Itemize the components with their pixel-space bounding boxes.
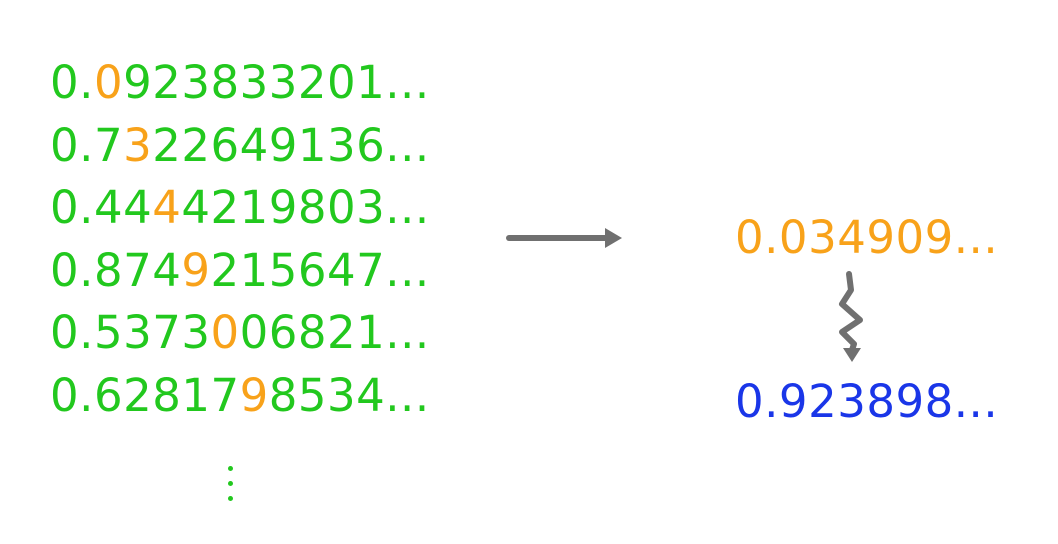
row-prefix: 0. <box>50 243 94 297</box>
number-row: 0.8749215647... <box>50 240 430 303</box>
number-row: 0.4444219803... <box>50 177 430 240</box>
row-prefix: 0. <box>50 306 94 359</box>
row-digits-before: 5373 <box>93 306 211 359</box>
row-digits-before: 62817 <box>93 368 240 422</box>
diagonal-digit: 0 <box>210 306 240 359</box>
number-row: 0.5373006821... <box>50 302 430 365</box>
number-list: 0.0923833201... 0.7322649136... 0.444421… <box>50 52 430 427</box>
number-row: 0.0923833201... <box>50 52 430 115</box>
row-digits-before: 874 <box>93 243 182 297</box>
row-digits-after: 923833201... <box>123 56 430 109</box>
zigzag-down-arrow-icon <box>839 271 863 362</box>
row-digits-after: 22649136... <box>152 118 430 172</box>
transformed-number: 0.923898... <box>735 375 999 428</box>
row-digits-after: 4219803... <box>181 181 430 234</box>
diagonal-digit: 3 <box>123 118 153 172</box>
diagonal-digit: 0 <box>93 56 124 109</box>
row-prefix: 0. <box>50 368 94 422</box>
diagonal-digit: 9 <box>181 243 211 297</box>
diagonal-number: 0.034909... <box>735 211 999 264</box>
row-prefix: 0. <box>50 56 94 109</box>
diagonal-digit: 4 <box>152 181 182 234</box>
row-digits-after: 215647... <box>210 243 430 297</box>
number-row: 0.7322649136... <box>50 115 430 178</box>
row-digits-after: 06821... <box>239 306 430 359</box>
row-prefix: 0. <box>50 118 94 172</box>
number-row: 0.6281798534... <box>50 365 430 428</box>
row-prefix: 0. <box>50 181 94 234</box>
row-digits-before: 44 <box>93 181 153 234</box>
vertical-ellipsis-icon <box>228 466 238 506</box>
row-digits-before: 7 <box>93 118 124 172</box>
diagonal-digit: 9 <box>239 368 269 422</box>
row-digits-after: 8534... <box>268 368 430 422</box>
right-arrow-icon <box>506 228 622 248</box>
